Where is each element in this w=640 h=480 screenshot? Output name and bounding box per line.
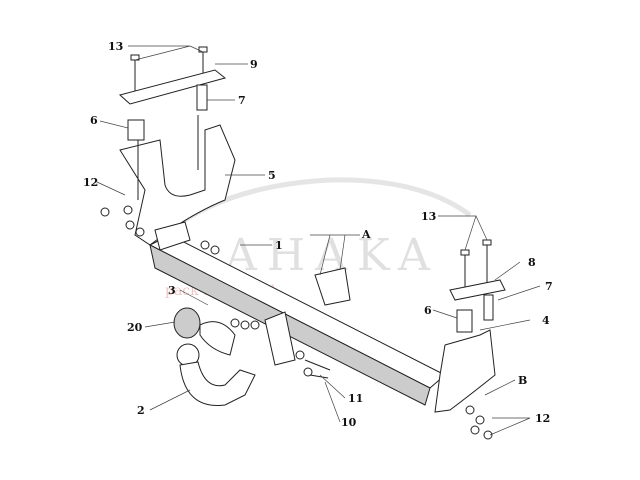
label-9: 9 [250, 58, 258, 71]
label-5: 5 [268, 169, 276, 182]
label-10: 10 [341, 416, 357, 429]
right-bracket-assembly [434, 239, 506, 440]
label-6-right: 6 [424, 304, 432, 317]
part-labels: 13 9 7 6 5 12 1 A 3 20 2 11 10 13 8 7 6 … [83, 40, 553, 429]
label-B: B [518, 374, 527, 387]
main-crossbar [148, 221, 446, 406]
label-7-left: 7 [238, 94, 246, 107]
label-3: 3 [168, 284, 176, 297]
label-2: 2 [137, 404, 145, 417]
label-11: 11 [348, 392, 363, 405]
label-4: 4 [542, 314, 550, 327]
label-13-right: 13 [421, 210, 436, 223]
label-20: 20 [127, 321, 143, 334]
label-6-left: 6 [90, 114, 98, 127]
label-12-left: 12 [83, 176, 98, 189]
label-1: 1 [275, 239, 283, 252]
leader-lines [96, 45, 541, 436]
label-8: 8 [528, 256, 536, 269]
label-A: A [361, 228, 371, 241]
label-13-left: 13 [108, 40, 123, 53]
tow-ball-assembly [173, 307, 256, 406]
left-bracket-assembly [100, 46, 236, 246]
label-12-right: 12 [535, 412, 550, 425]
label-7-right: 7 [545, 280, 553, 293]
